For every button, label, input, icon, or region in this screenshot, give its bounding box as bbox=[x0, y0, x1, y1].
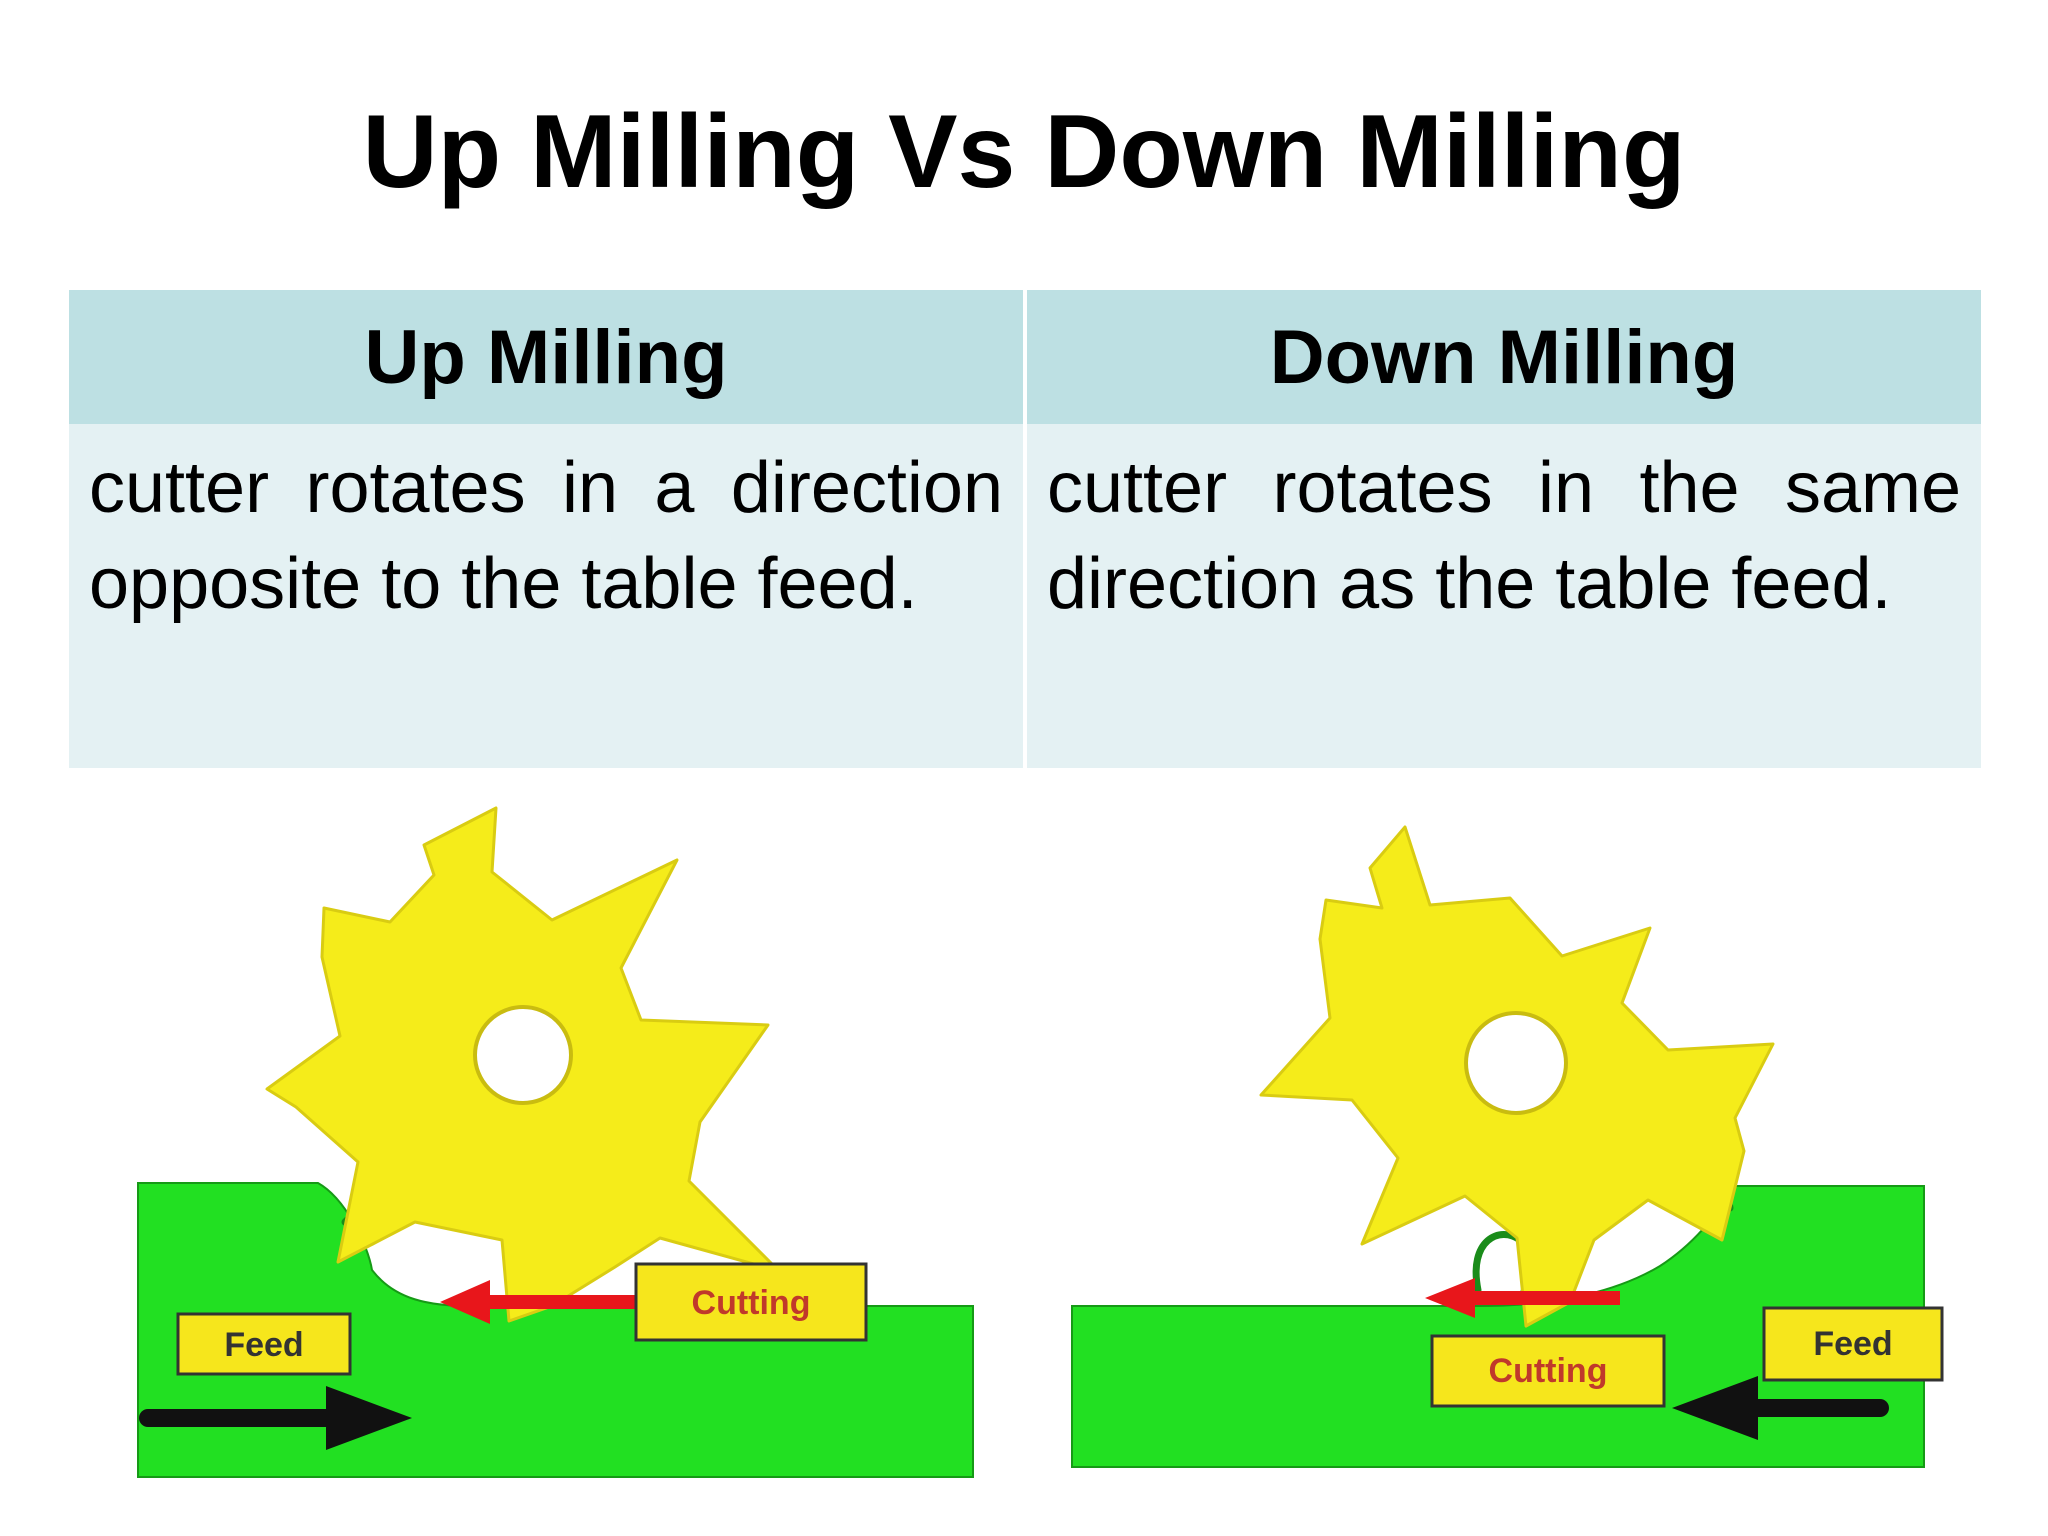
comparison-table: Up Milling Down Milling cutter rotates i… bbox=[69, 290, 1981, 768]
table-header-row: Up Milling Down Milling bbox=[69, 290, 1981, 424]
milling-diagrams: Cutting Feed Cutting Feed bbox=[137, 806, 1944, 1478]
down-milling-cutting-arrowhead bbox=[1425, 1278, 1475, 1318]
down-milling-diagram: Cutting Feed bbox=[1071, 825, 1944, 1468]
header-down-milling: Down Milling bbox=[1023, 290, 1981, 424]
up-milling-cutting-arrowhead bbox=[440, 1280, 490, 1324]
down-milling-feed-arrowhead bbox=[1672, 1376, 1758, 1440]
up-milling-cutting-label: Cutting bbox=[692, 1284, 811, 1322]
down-milling-cutting-label-box bbox=[1430, 1334, 1666, 1408]
up-milling-feed-label-box bbox=[176, 1312, 352, 1376]
up-milling-cutter-hub bbox=[473, 1005, 573, 1105]
down-milling-cutter-hub bbox=[1464, 1011, 1568, 1115]
down-milling-description: cutter rotates in the same direction as … bbox=[1023, 424, 1981, 768]
down-milling-cutting-label: Cutting bbox=[1489, 1352, 1608, 1390]
down-milling-feed-label-box bbox=[1762, 1306, 1944, 1382]
down-milling-feed-label: Feed bbox=[1813, 1325, 1892, 1363]
up-milling-cutting-label-box bbox=[634, 1262, 868, 1342]
up-milling-diagram: Cutting Feed bbox=[137, 806, 974, 1478]
table-row: cutter rotates in a direction opposite t… bbox=[69, 424, 1981, 768]
up-milling-description: cutter rotates in a direction opposite t… bbox=[69, 424, 1025, 768]
up-milling-feed-arrowhead bbox=[326, 1386, 412, 1450]
page-title: Up Milling Vs Down Milling bbox=[362, 94, 1686, 210]
header-up-milling: Up Milling bbox=[69, 290, 1025, 424]
up-milling-feed-label: Feed bbox=[224, 1326, 303, 1364]
